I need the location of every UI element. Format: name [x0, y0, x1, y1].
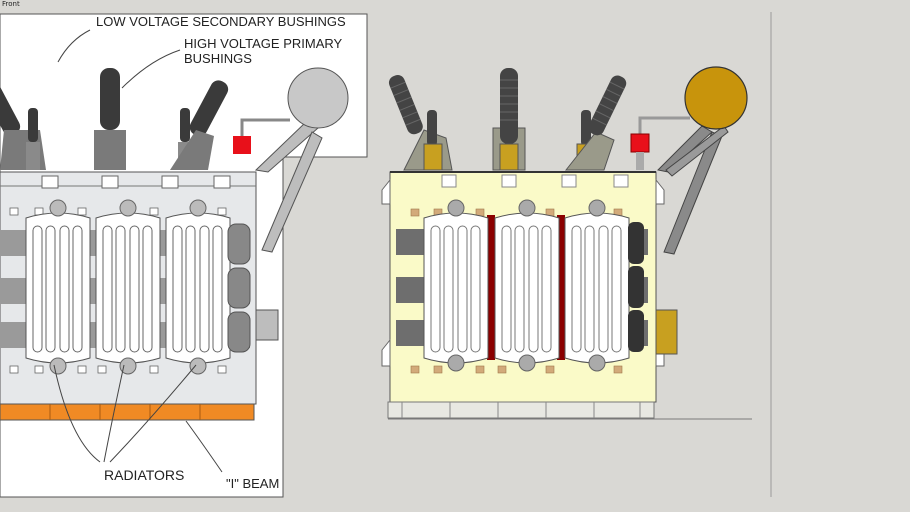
model-pipe [638, 116, 690, 134]
reference-drawing: LOW VOLTAGE SECONDARY BUSHINGS HIGH VOLT… [0, 13, 368, 498]
ref-i-beam [0, 403, 255, 421]
model-bushings[interactable] [387, 68, 629, 171]
label-radiators: RADIATORS [104, 467, 184, 483]
ref-conservator [233, 67, 349, 253]
model-conservator-tank[interactable] [684, 66, 748, 130]
label-i-beam: "I" BEAM [226, 476, 279, 491]
ref-leader-lines [53, 29, 223, 473]
ref-bushings [0, 68, 229, 170]
model-conservator-support [656, 125, 729, 255]
label-lv-bushings: LOW VOLTAGE SECONDARY BUSHINGS [96, 14, 346, 29]
label-hv-bushings-line2: BUSHINGS [184, 51, 252, 66]
model-radiators[interactable] [423, 199, 644, 372]
ref-radiators [25, 199, 251, 375]
view-name-label: Front [2, 0, 20, 8]
ref-relay [233, 136, 251, 154]
model-buchholz-relay[interactable] [630, 133, 650, 153]
model-control-box[interactable] [655, 309, 678, 355]
model-base-skid[interactable] [387, 401, 655, 419]
transformer-model[interactable] [381, 66, 752, 420]
label-hv-bushings-line1: HIGH VOLTAGE PRIMARY [184, 36, 343, 51]
